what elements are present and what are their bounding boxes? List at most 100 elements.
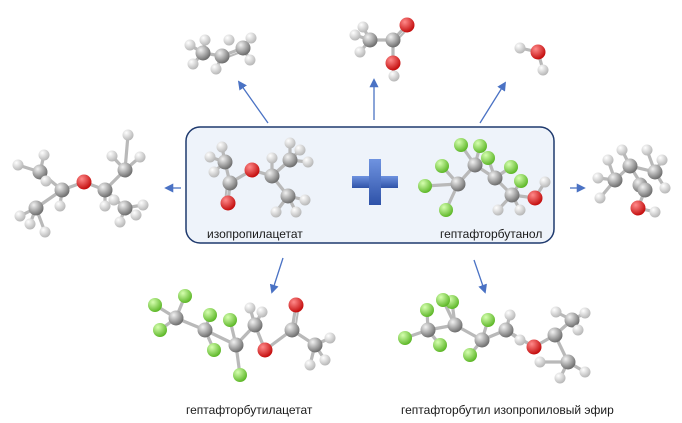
carbon-atom xyxy=(280,188,296,204)
fluorine-atom xyxy=(514,174,528,188)
hydrogen-atom xyxy=(656,154,668,166)
plus-icon xyxy=(352,159,398,205)
carbon-atom xyxy=(607,172,623,188)
hydrogen-atom xyxy=(284,137,296,149)
fluorine-atom xyxy=(463,348,477,362)
hydrogen-atom xyxy=(514,42,526,54)
heptafluorobutyl-isopropyl-ether-molecule xyxy=(398,293,591,384)
carbon-atom xyxy=(264,168,280,184)
hydrogen-atom xyxy=(534,356,546,368)
carbon-atom xyxy=(564,312,580,328)
arrow-to-heptafluorobutyl-acetate xyxy=(269,257,284,294)
acetic-acid-molecule xyxy=(349,17,415,82)
fluorine-atom xyxy=(207,343,221,357)
carbon-atom xyxy=(197,322,213,338)
hydrogen-atom xyxy=(554,372,566,384)
oxygen-atom xyxy=(526,339,542,355)
carbon-atom xyxy=(214,48,230,64)
fluorine-atom xyxy=(223,313,237,327)
fluorine-atom xyxy=(454,138,468,152)
fluorine-atom xyxy=(504,160,518,174)
label-heptafluorobutanol: гептафторбутанол xyxy=(440,227,543,241)
hydrogen-atom xyxy=(122,129,134,141)
heptafluorobutanol-molecule xyxy=(418,138,551,217)
fluorine-atom xyxy=(435,159,449,173)
carbon-atom xyxy=(647,164,663,180)
carbon-atom xyxy=(54,182,70,198)
oxygen-atom xyxy=(220,195,236,211)
hydrogen-atom xyxy=(134,151,146,163)
hydrogen-atom xyxy=(208,166,220,178)
carbon-atom xyxy=(447,317,463,333)
hydrogen-atom xyxy=(223,34,235,46)
oxygen-atom xyxy=(530,44,546,60)
hydrogen-atom xyxy=(38,149,50,161)
propene-molecule xyxy=(184,32,257,75)
carbon-atom xyxy=(622,158,638,174)
oxygen-atom xyxy=(399,17,415,33)
hydrogen-atom xyxy=(388,70,400,82)
carbon-atom xyxy=(235,40,251,56)
hydrogen-atom xyxy=(294,144,306,156)
hydrogen-atom xyxy=(579,307,591,319)
label-heptafluorobutyl-acetate: гептафторбутилацетат xyxy=(186,403,313,417)
hydrogen-atom xyxy=(357,21,369,33)
oxygen-atom xyxy=(244,162,260,178)
arrow-to-propene xyxy=(237,80,269,124)
hydrogen-atom xyxy=(304,359,316,371)
carbon-atom xyxy=(168,310,184,326)
carbon-atom xyxy=(117,162,133,178)
hydrogen-atom xyxy=(290,206,302,218)
hydrogen-atom xyxy=(14,210,26,222)
carbon-atom xyxy=(32,164,48,180)
hydrogen-atom xyxy=(204,151,216,163)
hydrogen-atom xyxy=(40,175,52,187)
hydrogen-atom xyxy=(216,141,228,153)
hydrogen-atom xyxy=(594,192,606,204)
carbon-atom xyxy=(474,332,490,348)
carbon-atom xyxy=(504,187,520,203)
fluorine-atom xyxy=(481,313,495,327)
fluorine-atom xyxy=(473,139,487,153)
hydrogen-atom xyxy=(54,200,66,212)
carbon-atom xyxy=(228,337,244,353)
carbon-atom xyxy=(547,327,563,343)
hydrogen-atom xyxy=(324,332,336,344)
hydrogen-atom xyxy=(244,302,256,314)
carbon-atom xyxy=(467,157,483,173)
carbon-atom xyxy=(284,322,300,338)
carbon-atom xyxy=(385,32,401,48)
hydrogen-atom xyxy=(245,32,257,44)
hydrogen-atom xyxy=(256,306,268,318)
carbon-atom xyxy=(362,32,378,48)
hydrogen-atom xyxy=(319,354,331,366)
fluorine-atom xyxy=(481,151,495,165)
label-isopropyl-acetate: изопропилацетат xyxy=(207,227,303,241)
hydrogen-atom xyxy=(302,156,314,168)
heptafluorobutyl-acetate-molecule xyxy=(148,289,336,382)
hydrogen-atom xyxy=(24,218,36,230)
hydrogen-atom xyxy=(114,216,126,228)
carbon-atom xyxy=(97,182,113,198)
hydrogen-atom xyxy=(130,209,142,221)
carbon-atom xyxy=(420,322,436,338)
hydrogen-atom xyxy=(550,306,562,318)
carbon-atom xyxy=(247,317,263,333)
hydrogen-atom xyxy=(616,144,628,156)
hydrogen-atom xyxy=(659,182,671,194)
fluorine-atom xyxy=(436,293,450,307)
fluorine-atom xyxy=(233,368,247,382)
hydrogen-atom xyxy=(106,150,118,162)
carbon-atom xyxy=(195,45,211,61)
fluorine-atom xyxy=(178,289,192,303)
oxygen-atom xyxy=(288,297,304,313)
hydrogen-atom xyxy=(492,204,504,216)
hydrogen-atom xyxy=(539,176,551,188)
carbon-atom xyxy=(222,175,238,191)
carbon-atom xyxy=(28,200,44,216)
fluorine-atom xyxy=(420,303,434,317)
reaction-arrows xyxy=(164,78,586,294)
hydrogen-atom xyxy=(137,199,149,211)
hydrogen-atom xyxy=(210,63,222,75)
hydrogen-atom xyxy=(514,334,526,346)
